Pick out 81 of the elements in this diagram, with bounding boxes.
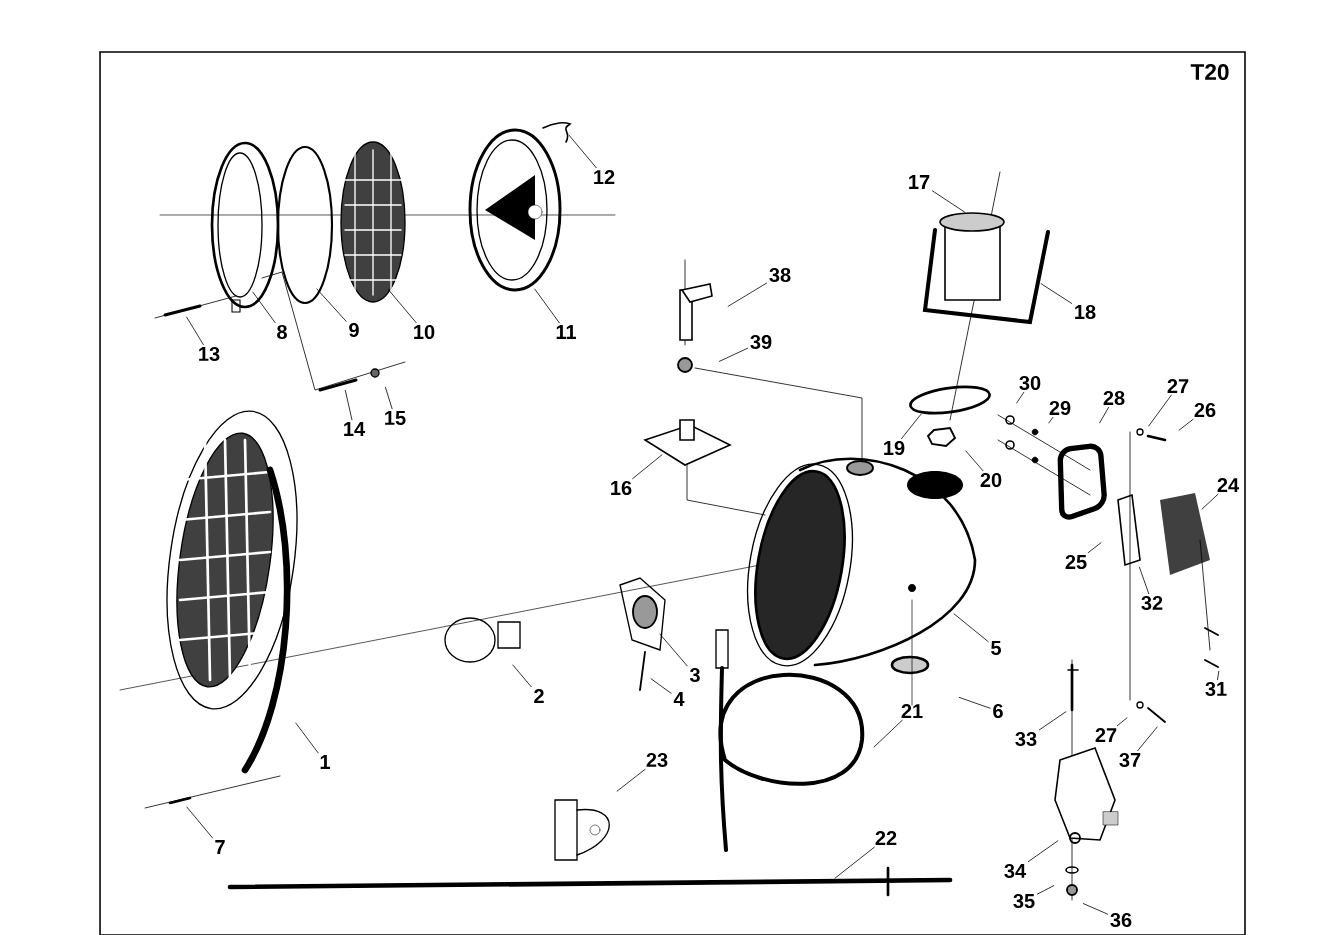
sheet-code: T20 [1190, 63, 1229, 81]
callout-number: 16 [611, 480, 632, 496]
leader-line [1148, 394, 1172, 427]
leader-line [568, 134, 597, 169]
leader-line [1039, 711, 1067, 731]
leader-line [1082, 903, 1108, 915]
callout-number: 28 [1103, 390, 1125, 406]
leader-line [650, 678, 672, 694]
leader-line [1116, 717, 1128, 727]
callout-number: 35 [1013, 893, 1035, 909]
leader-line [186, 316, 204, 346]
leader-line [534, 288, 560, 324]
leader-line [186, 806, 213, 839]
leader-line [1099, 406, 1109, 424]
leader-line [632, 454, 663, 480]
callout-number: 11 [556, 325, 576, 339]
callout-number: 8 [277, 324, 287, 340]
callout-number: 21 [901, 704, 923, 718]
callout-number: 27 [1095, 728, 1117, 742]
leader-line [385, 386, 393, 410]
callout-number: 23 [646, 752, 668, 768]
leader-line [1037, 885, 1055, 895]
leader-line [1201, 493, 1219, 510]
leader-line [873, 719, 903, 748]
leader-line [1048, 416, 1054, 424]
callout-number: 4 [673, 692, 685, 706]
leader-line [965, 450, 984, 472]
callout-number: 12 [594, 170, 615, 184]
leader-line [1137, 726, 1158, 752]
leader-line [953, 613, 989, 643]
callout-number: 22 [875, 831, 897, 845]
leader-line [616, 768, 646, 792]
callout-number: 13 [199, 346, 220, 362]
leader-line [901, 413, 922, 440]
callout-number: 18 [1075, 304, 1096, 320]
callout-number: 29 [1049, 400, 1071, 416]
callout-number: 10 [414, 324, 435, 340]
leader-line [718, 347, 748, 362]
callout-number: 9 [349, 322, 359, 338]
leader-line [295, 722, 319, 754]
leader-line [727, 282, 767, 307]
leader-line [344, 389, 353, 421]
callout-number: 33 [1015, 731, 1037, 747]
leader-line [252, 291, 276, 324]
leader-line [1027, 840, 1059, 863]
leader-line [1178, 418, 1194, 431]
callout-number: 34 [1004, 863, 1026, 879]
leader-line [387, 288, 417, 324]
leader-line [1087, 542, 1102, 554]
leader-line [1016, 391, 1025, 404]
callout-number: 30 [1019, 375, 1041, 391]
leader-line [958, 697, 991, 709]
callout-number: 17 [909, 175, 930, 189]
callout-number: 26 [1194, 402, 1216, 418]
leader-line [1139, 566, 1150, 595]
callout-number: 3 [689, 667, 700, 683]
leader-line [512, 664, 532, 688]
leader-line [1040, 283, 1072, 304]
callout-number: 39 [750, 334, 772, 350]
callout-number: 5 [991, 641, 1001, 655]
callout-number: 27 [1167, 379, 1189, 393]
callout-number: 20 [980, 472, 1002, 488]
callout-number: 25 [1065, 554, 1087, 570]
callout-number: 32 [1141, 595, 1163, 611]
callout-number: 1 [320, 755, 330, 769]
callout-number: 7 [215, 840, 225, 854]
callout-number: 24 [1217, 478, 1239, 492]
callout-number: 31 [1205, 681, 1227, 697]
callout-number: 37 [1119, 752, 1141, 768]
callout-number: 6 [993, 703, 1003, 719]
leader-line [1217, 670, 1220, 681]
callout-number: 15 [385, 411, 406, 425]
callout-number: 38 [769, 267, 791, 283]
leader-line [834, 846, 875, 879]
leader-line [932, 190, 966, 213]
callout-number: 36 [1110, 912, 1132, 928]
leader-line [316, 288, 347, 322]
leader-line [659, 633, 688, 667]
callout-number: 19 [884, 440, 905, 456]
callout-number: 14 [344, 422, 366, 436]
callout-number: 2 [534, 689, 544, 703]
